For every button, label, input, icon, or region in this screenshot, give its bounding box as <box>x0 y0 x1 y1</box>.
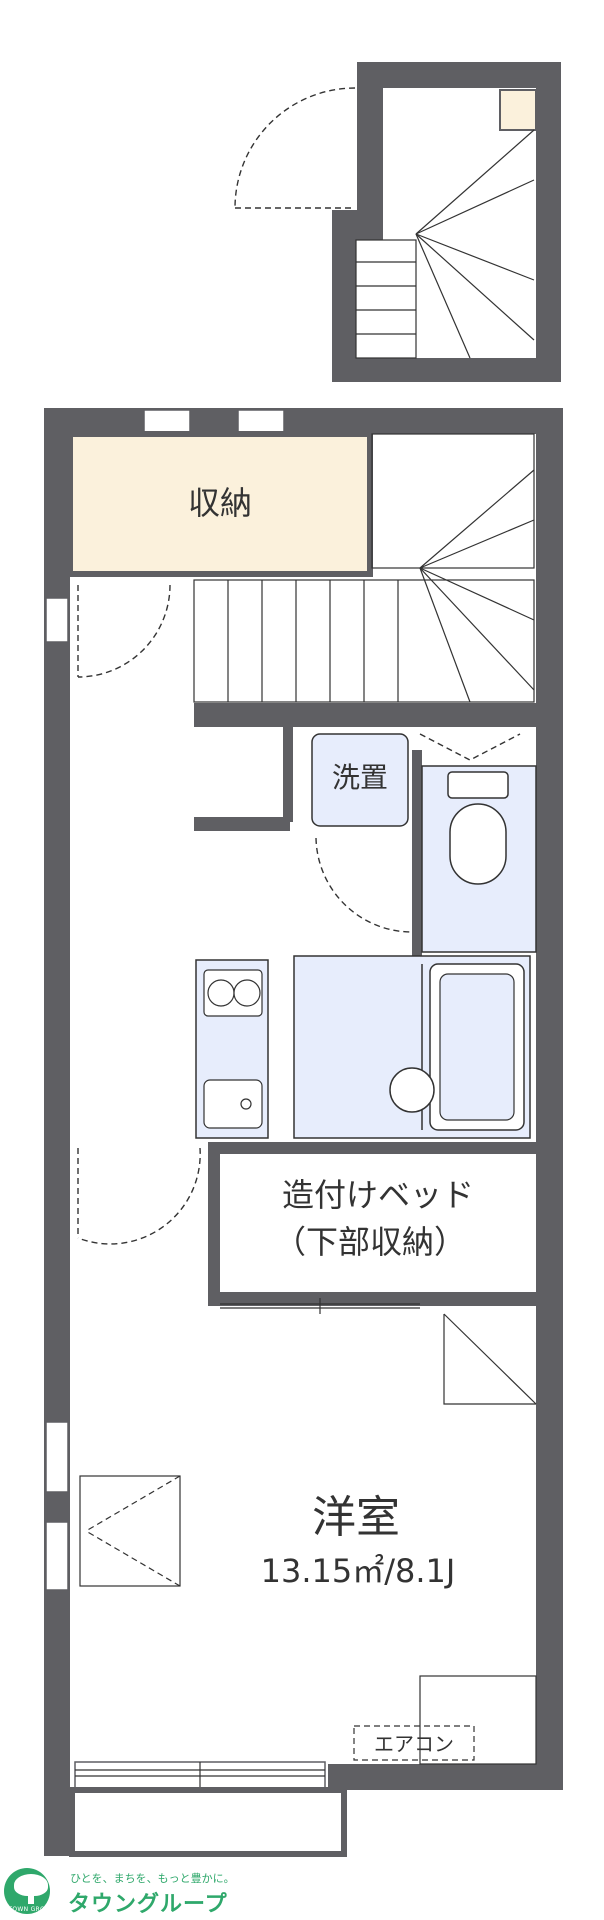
label-laundry: 洗置 <box>332 761 388 794</box>
walls <box>44 62 563 1856</box>
town-group-logo: TOWN GROUP <box>4 1868 53 1914</box>
label-western-room-area: 13.15㎡/8.1J <box>261 1552 456 1590</box>
closet-marks <box>79 1313 537 1765</box>
label-built-in-bed: 造付けベッド <box>282 1176 474 1214</box>
logo-small-text: TOWN GROUP <box>8 1906 54 1913</box>
storage-small-box <box>499 89 537 131</box>
door-swings <box>77 87 521 1245</box>
laundry-space <box>311 733 409 827</box>
balcony <box>69 1787 347 1857</box>
storage-room <box>67 431 373 577</box>
staircase-upper <box>355 129 535 359</box>
sliding-door-lines <box>75 1298 420 1788</box>
staircase-lower <box>193 433 535 703</box>
kitchen-counter <box>195 959 269 1139</box>
label-air-conditioner: エアコン <box>374 1732 454 1756</box>
brand-name: タウングループ <box>68 1892 228 1917</box>
label-storage: 収納 <box>188 484 252 522</box>
brand-tagline: ひとを、まちを、もっと豊かに。 <box>70 1872 235 1885</box>
window-openings <box>45 409 326 1789</box>
label-western-room: 洋室 <box>312 1492 400 1543</box>
footer-branding: TOWN GROUP ひとを、まちを、もっと豊かに。 タウングループ <box>0 1864 604 1920</box>
toilet <box>421 765 537 953</box>
bathroom <box>293 955 531 1139</box>
tree-icon <box>14 1874 48 1896</box>
label-built-in-bed-storage: （下部収納） <box>274 1223 466 1261</box>
